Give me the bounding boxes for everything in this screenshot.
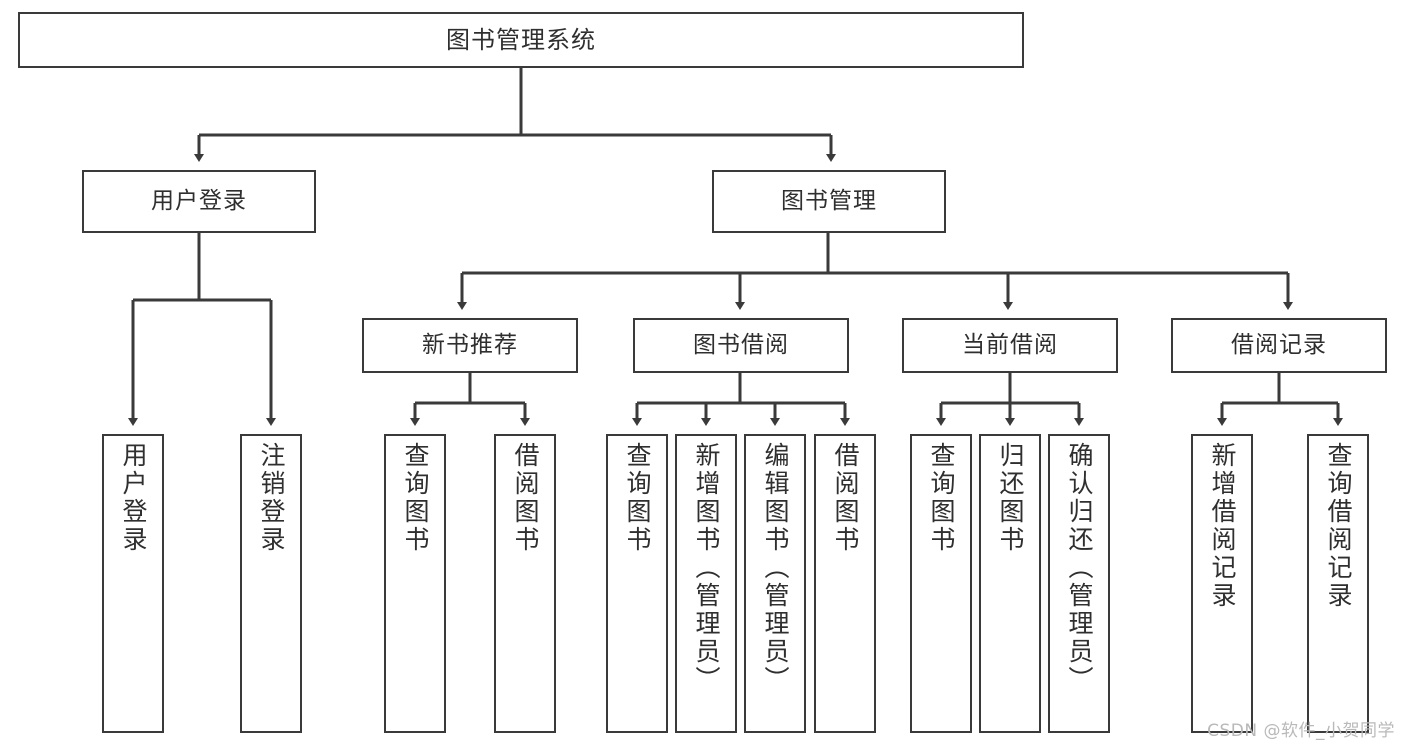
node-label: 新书推荐 — [422, 331, 518, 358]
node-label: 图书借阅 — [693, 331, 789, 358]
node-new-book-recommendation[interactable]: 新书推荐 — [362, 318, 578, 373]
leaf-query-books-current[interactable]: 查询图书 — [910, 434, 972, 733]
node-label: 图书管理系统 — [446, 25, 596, 54]
node-label: 当前借阅 — [962, 331, 1058, 358]
leaf-query-borrow-record[interactable]: 查询借阅记录 — [1307, 434, 1369, 733]
leaf-add-borrow-record[interactable]: 新增借阅记录 — [1191, 434, 1253, 733]
csdn-watermark: CSDN @软件_小贺同学 — [1207, 721, 1395, 741]
leaf-add-book-admin[interactable]: 新增图书（管理员） — [675, 434, 737, 733]
leaf-borrow-books-recommend[interactable]: 借阅图书 — [494, 434, 556, 733]
node-label: 用户登录 — [151, 187, 247, 214]
leaf-label: 归还图书 — [996, 442, 1025, 554]
leaf-edit-book-admin[interactable]: 编辑图书（管理员） — [744, 434, 806, 733]
node-current-borrowing[interactable]: 当前借阅 — [902, 318, 1118, 373]
node-book-management[interactable]: 图书管理 — [712, 170, 946, 233]
leaf-label: 借阅图书 — [831, 442, 860, 554]
node-label: 图书管理 — [781, 187, 877, 214]
leaf-return-books[interactable]: 归还图书 — [979, 434, 1041, 733]
leaf-label: 查询图书 — [927, 442, 956, 554]
node-book-borrowing[interactable]: 图书借阅 — [633, 318, 849, 373]
leaf-label: 注销登录 — [257, 442, 286, 554]
leaf-label: 新增借阅记录 — [1208, 442, 1237, 610]
node-borrowing-records[interactable]: 借阅记录 — [1171, 318, 1387, 373]
leaf-label: 用户登录 — [119, 442, 148, 554]
leaf-label: 借阅图书 — [511, 442, 540, 554]
leaf-label: 确认归还（管理员） — [1065, 442, 1094, 694]
node-root-book-management-system[interactable]: 图书管理系统 — [18, 12, 1024, 68]
node-label: 借阅记录 — [1231, 331, 1327, 358]
leaf-label: 编辑图书（管理员） — [761, 442, 790, 694]
leaf-label: 查询图书 — [623, 442, 652, 554]
leaf-label: 查询借阅记录 — [1324, 442, 1353, 610]
leaf-user-login[interactable]: 用户登录 — [102, 434, 164, 733]
leaf-confirm-return-admin[interactable]: 确认归还（管理员） — [1048, 434, 1110, 733]
node-user-login[interactable]: 用户登录 — [82, 170, 316, 233]
leaf-logout[interactable]: 注销登录 — [240, 434, 302, 733]
leaf-query-books-recommend[interactable]: 查询图书 — [384, 434, 446, 733]
leaf-query-books-borrow[interactable]: 查询图书 — [606, 434, 668, 733]
leaf-label: 新增图书（管理员） — [692, 442, 721, 694]
leaf-borrow-books-borrow[interactable]: 借阅图书 — [814, 434, 876, 733]
leaf-label: 查询图书 — [401, 442, 430, 554]
